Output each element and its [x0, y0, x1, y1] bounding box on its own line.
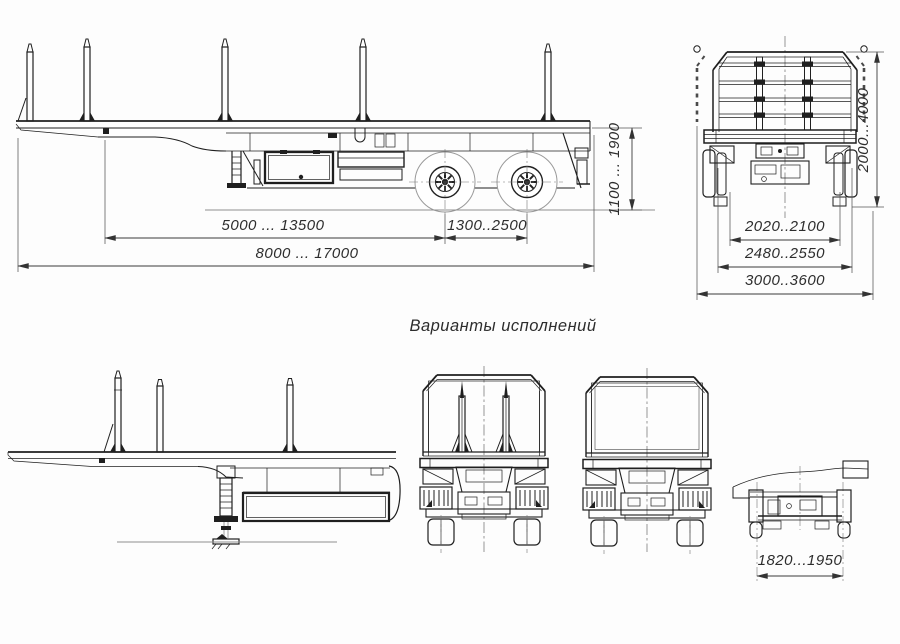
dim-axle-track: 1820...1950	[758, 552, 843, 569]
variant-side-view	[7, 370, 401, 550]
dim-height: 2000...4000	[855, 87, 872, 173]
dim-loading-height: 1100 ... 1900	[606, 122, 623, 215]
dim-axle-spacing: 1300..2500	[447, 217, 527, 234]
rear-view-dimensions: 2000...4000 2020..2100 2480..2550 3000..…	[696, 51, 884, 300]
main-rear-view: 2000...4000 2020..2100 2480..2550 3000..…	[693, 36, 884, 300]
alternate-width-stakes	[693, 45, 868, 122]
dim-overall-width: 3000..3600	[745, 272, 825, 289]
dim-overall-length: 8000 ... 17000	[256, 245, 359, 262]
variant-rear-view-with-stakes	[419, 366, 549, 554]
stakes	[17, 38, 556, 122]
variant-rear-view-open	[582, 368, 712, 555]
dim-kingpin-to-bogie: 5000 ... 13500	[222, 217, 325, 234]
main-side-view: 5000 ... 13500 1300..2500 8000 ... 17000…	[15, 38, 655, 272]
dim-stake-inner-width: 2020..2100	[744, 218, 825, 235]
axle-view-dimension: 1820...1950	[756, 552, 844, 579]
side-view-dimensions: 5000 ... 13500 1300..2500 8000 ... 17000…	[17, 122, 642, 272]
variant-axle-view: 1820...1950	[732, 460, 869, 581]
dim-frame-width: 2480..2550	[744, 245, 825, 262]
variants-title: Варианты исполнений	[409, 317, 596, 335]
